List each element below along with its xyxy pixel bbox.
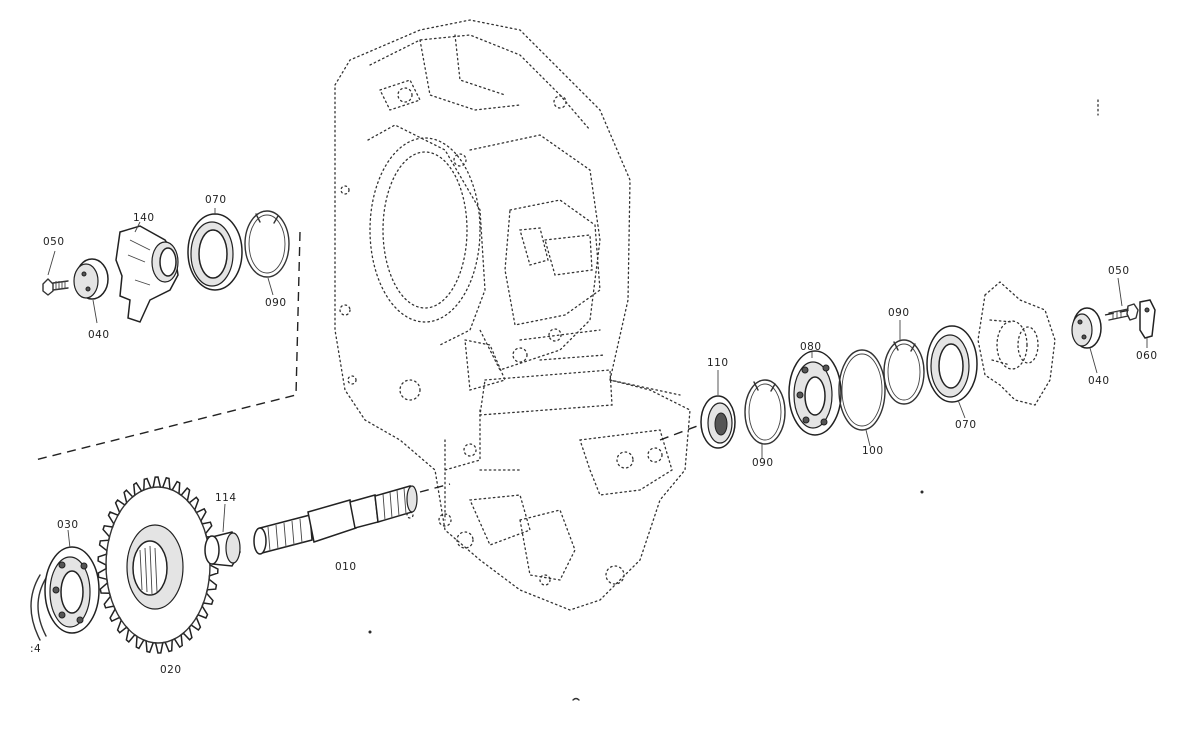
label-060: 060 bbox=[1136, 350, 1158, 362]
label-040-left: 040 bbox=[88, 329, 110, 341]
washer-040-right bbox=[1071, 307, 1102, 349]
label-040-right: 040 bbox=[1088, 375, 1110, 387]
seal-070-right bbox=[926, 325, 978, 403]
label-114: 114 bbox=[215, 492, 237, 504]
label-080: 080 bbox=[800, 341, 822, 353]
label-110: 110 bbox=[707, 357, 729, 369]
snap-ring-090-left bbox=[244, 210, 290, 278]
snap-ring-090-mid bbox=[744, 379, 786, 445]
bearing-030 bbox=[44, 546, 100, 634]
label-030: 030 bbox=[57, 519, 79, 531]
washer-040-left bbox=[73, 258, 109, 300]
partial-part-left-edge bbox=[30, 574, 47, 641]
sleeve-114 bbox=[204, 531, 241, 567]
label-partial-14: :4 bbox=[30, 643, 41, 655]
gear-020 bbox=[97, 476, 219, 654]
flange-right bbox=[977, 281, 1056, 406]
seal-070-left bbox=[187, 213, 243, 291]
leader-lines bbox=[47, 208, 1148, 549]
gearbox-housing bbox=[334, 19, 691, 611]
flange-140 bbox=[115, 225, 179, 323]
label-100: 100 bbox=[862, 445, 884, 457]
snap-ring-090-right bbox=[883, 339, 925, 405]
label-090-right: 090 bbox=[888, 307, 910, 319]
bearing-080 bbox=[788, 350, 842, 436]
lock-plate-060 bbox=[1139, 299, 1156, 339]
label-070-right: 070 bbox=[955, 419, 977, 431]
label-050-right: 050 bbox=[1108, 265, 1130, 277]
label-090-mid: 090 bbox=[752, 457, 774, 469]
label-050-left: 050 bbox=[43, 236, 65, 248]
label-020: 020 bbox=[160, 664, 182, 676]
label-010: 010 bbox=[335, 561, 357, 573]
label-090-left: 090 bbox=[265, 297, 287, 309]
shaft-010 bbox=[253, 485, 418, 555]
stray-marks bbox=[368, 99, 1099, 701]
bolt-050-right bbox=[1108, 303, 1139, 321]
assembly-axis-lines bbox=[34, 231, 1131, 493]
nut-110 bbox=[700, 395, 736, 449]
label-140: 140 bbox=[133, 212, 155, 224]
ring-100 bbox=[838, 349, 886, 431]
label-070-left: 070 bbox=[205, 194, 227, 206]
bolt-050-left bbox=[42, 278, 69, 296]
